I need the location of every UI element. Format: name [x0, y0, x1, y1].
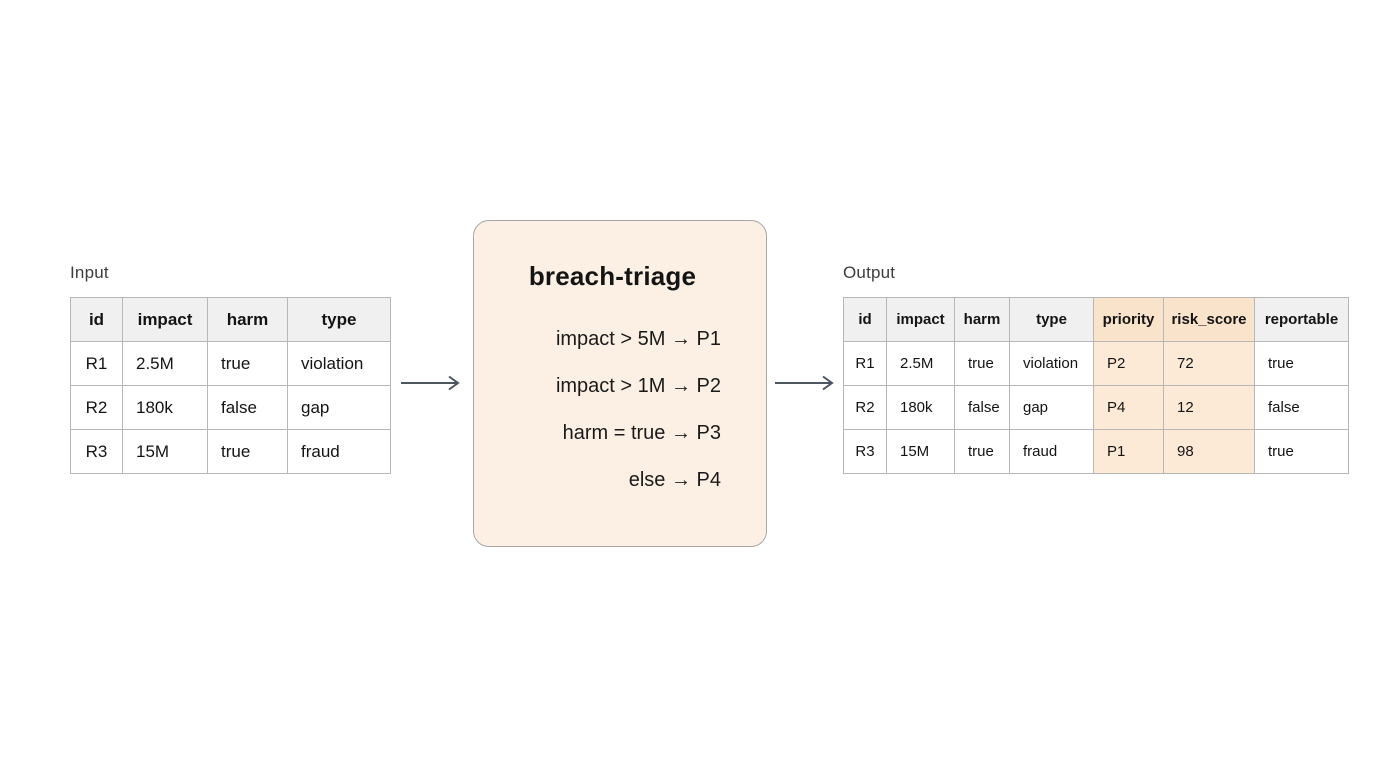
transform-rules: impact > 5M → P1 impact > 1M → P2 harm = t…: [504, 316, 721, 504]
table-cell: 2.5M: [886, 341, 955, 386]
table-cell: false: [1254, 385, 1349, 430]
table-cell: true: [207, 341, 288, 386]
table-cell: P4: [1093, 385, 1164, 430]
table-cell: 180k: [122, 385, 208, 430]
transform-box-title: breach-triage: [528, 261, 697, 291]
table-header-cell-type: type: [287, 297, 391, 342]
transform-box: breach-triage impact > 5M → P1 impact > 1…: [473, 220, 767, 547]
table-header-cell-type: type: [1009, 297, 1094, 342]
table-cell: 180k: [886, 385, 955, 430]
table-cell: fraud: [287, 429, 391, 474]
input-table-label: Input: [70, 263, 109, 282]
table-cell: 2.5M: [122, 341, 208, 386]
table-cell: false: [954, 385, 1010, 430]
rule-line: harm = true → P3: [562, 422, 721, 444]
rule-line: impact > 1M → P2: [555, 375, 721, 397]
rule-line: else → P4: [628, 469, 721, 491]
table-cell: true: [207, 429, 288, 474]
arrow-box-to-output-icon: [775, 375, 834, 391]
table-cell: R1: [70, 341, 123, 386]
table-header-cell-reportable: reportable: [1254, 297, 1349, 342]
table-cell: false: [207, 385, 288, 430]
table-cell: P2: [1093, 341, 1164, 386]
table-header-cell-impact: impact: [886, 297, 955, 342]
output-table-label: Output: [843, 263, 896, 282]
table-cell: 15M: [122, 429, 208, 474]
table-cell: R3: [843, 429, 887, 474]
table-cell: 12: [1163, 385, 1255, 430]
table-cell: fraud: [1009, 429, 1094, 474]
table-header-cell-id: id: [70, 297, 123, 342]
table-cell: true: [1254, 429, 1349, 474]
arrow-input-to-box-icon: [401, 375, 460, 391]
table-header-cell-priority: priority: [1093, 297, 1164, 342]
table-cell: R1: [843, 341, 887, 386]
table-cell: 72: [1163, 341, 1255, 386]
table-cell: 15M: [886, 429, 955, 474]
table-cell: true: [1254, 341, 1349, 386]
table-cell: true: [954, 429, 1010, 474]
table-header-cell-id: id: [843, 297, 887, 342]
table-cell: R2: [843, 385, 887, 430]
table-header-cell-harm: harm: [207, 297, 288, 342]
table-cell: gap: [1009, 385, 1094, 430]
table-cell: violation: [1009, 341, 1094, 386]
table-cell: true: [954, 341, 1010, 386]
table-cell: R3: [70, 429, 123, 474]
table-header-cell-harm: harm: [954, 297, 1010, 342]
rule-line: impact > 5M → P1: [555, 328, 721, 350]
table-cell: P1: [1093, 429, 1164, 474]
table-cell: 98: [1163, 429, 1255, 474]
table-cell: violation: [287, 341, 391, 386]
table-cell: gap: [287, 385, 391, 430]
table-cell: R2: [70, 385, 123, 430]
table-header-cell-risk_score: risk_score: [1163, 297, 1255, 342]
table-header-cell-impact: impact: [122, 297, 208, 342]
